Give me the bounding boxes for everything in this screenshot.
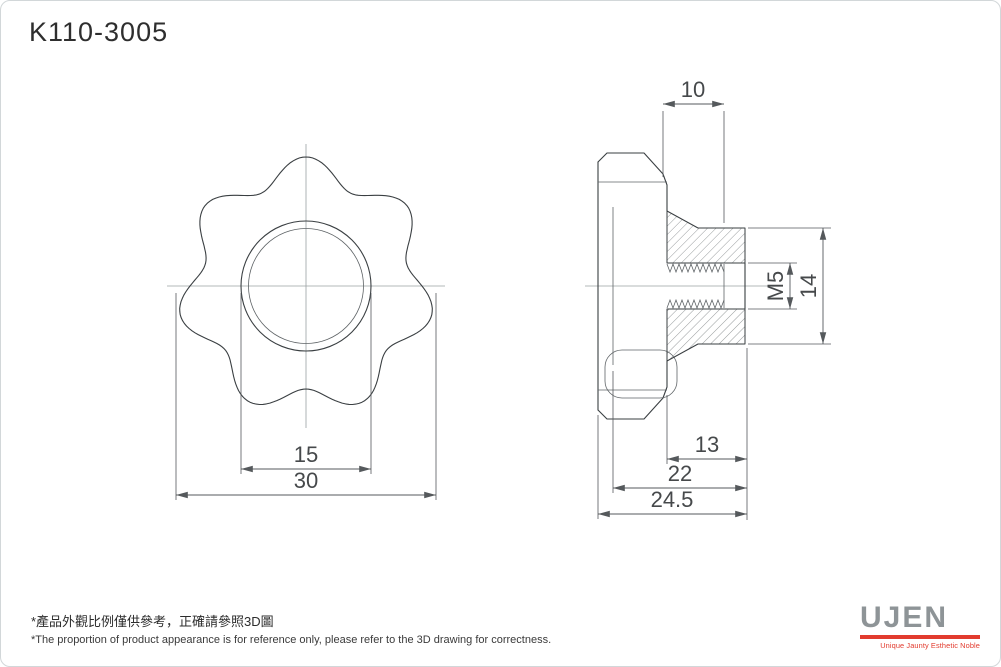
lower-lobe-outline [604, 349, 678, 399]
dim-total-length: 24.5 [597, 415, 747, 519]
logo-tagline: Unique Jaunty Esthetic Noble [880, 641, 980, 650]
footnote-chinese: *產品外觀比例僅供參考，正確請參照3D圖 [31, 614, 274, 629]
dim-24-5-label: 24.5 [651, 487, 694, 512]
logo-wordmark: UJEN [860, 601, 949, 634]
dim-15-label: 15 [294, 442, 318, 467]
dim-10-label: 10 [681, 77, 705, 102]
boss-section-top [666, 210, 746, 264]
cap-top-profile [597, 152, 668, 212]
dim-m5-label: M5 [763, 271, 788, 302]
dim-thread: M5 [748, 262, 797, 310]
boss-section-bottom [666, 308, 746, 362]
thread-crests-top [666, 262, 725, 274]
logo-red-bar [860, 635, 980, 639]
thread-crests-bottom [666, 298, 725, 310]
dim-13-label: 13 [695, 432, 719, 457]
boss-outer-circle [240, 220, 372, 352]
footnotes: *產品外觀比例僅供參考，正確請參照3D圖 *The proportion of … [31, 611, 551, 646]
dim-14-label: 14 [796, 274, 821, 298]
knob-lobed-outline [179, 156, 433, 406]
part-number: K110-3005 [29, 17, 169, 47]
dim-30-label: 30 [294, 468, 318, 493]
cap-bottom-profile [597, 360, 668, 420]
dim-top-width: 10 [662, 77, 725, 223]
dim-boss-diameter: 14 [748, 227, 831, 345]
side-view: 10 M5 14 13 [585, 77, 831, 520]
dim-body-length: 22 [612, 371, 747, 493]
dim-22-label: 22 [668, 461, 692, 486]
ujen-logo: UJEN Unique Jaunty Esthetic Noble [860, 603, 980, 650]
footnote-english: *The proportion of product appearance is… [31, 634, 552, 646]
front-view: 15 30 [167, 144, 445, 500]
boss-inner-circle [248, 228, 364, 344]
dim-thread-length: 13 [666, 348, 748, 520]
dim-outer-diameter: 30 [175, 293, 437, 500]
dim-inner-diameter: 15 [240, 293, 372, 474]
